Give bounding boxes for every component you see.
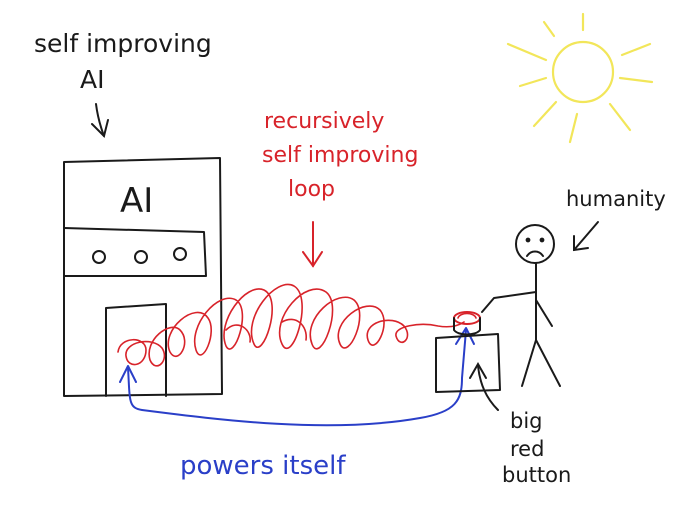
recursive-label-line2: self improving: [262, 143, 418, 168]
recursive-label-line1: recursively: [264, 109, 384, 134]
big-red-button-box: [435, 333, 501, 393]
red-label: red: [510, 437, 544, 461]
ai-building-label: AI: [120, 181, 153, 221]
recursive-label-line3: loop: [288, 177, 335, 202]
stick-figure-humanity: [481, 224, 561, 387]
button-label: button: [502, 463, 571, 487]
red-arrow-down-icon: [302, 221, 323, 268]
big-red-button[interactable]: [453, 311, 481, 336]
ai-building: [63, 157, 223, 397]
powers-itself-arrow: [119, 327, 475, 427]
powers-itself-label: powers itself: [180, 451, 346, 481]
arrow-up-icon: [469, 361, 499, 411]
sun-icon: [506, 12, 654, 144]
recursive-loop-coil: [117, 283, 465, 367]
self-improving-label: self improving: [34, 29, 212, 58]
humanity-arrow-icon: [573, 221, 599, 252]
arrow-down-icon: [91, 103, 109, 138]
big-label: big: [510, 409, 543, 433]
self-improving-ai-label: AI: [80, 65, 104, 94]
humanity-label: humanity: [566, 187, 666, 211]
